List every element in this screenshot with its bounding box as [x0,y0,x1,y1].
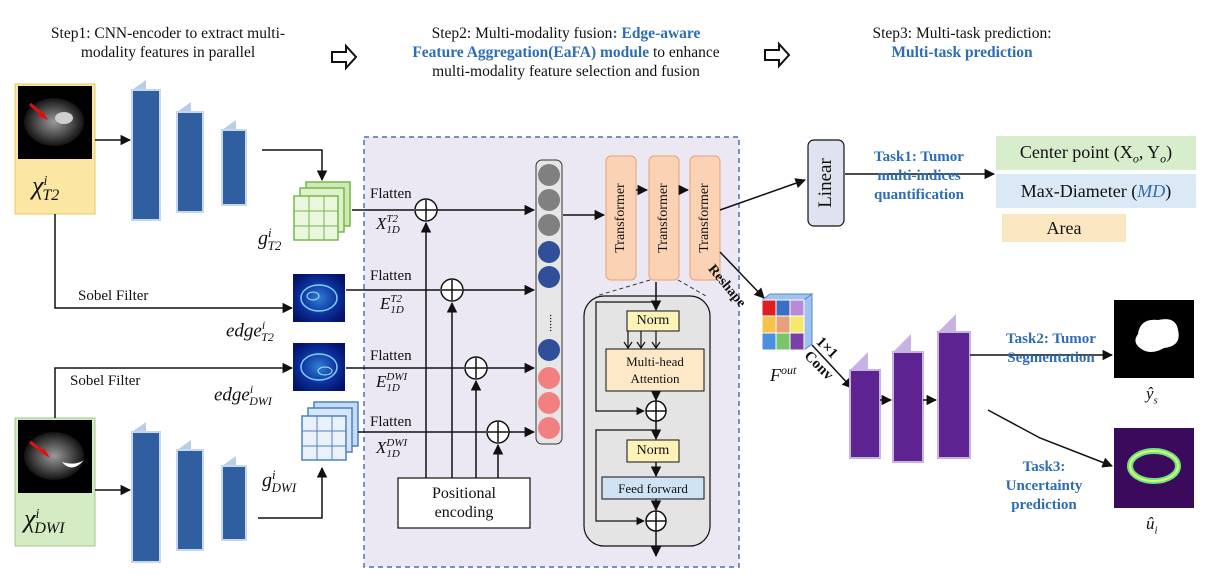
y-s-label: ŷs [1146,384,1158,407]
area-label: Area [1046,218,1082,238]
step2-header: Step2: Multi-modality fusion: Edge-aware… [368,24,764,81]
input-t2 [14,83,96,215]
step2-bold2: Feature Aggregation(EaFA) module [412,44,650,61]
cnn-encoder-dwi [131,422,247,563]
edge-map-t2 [293,274,345,322]
g-dwi-label: giDWI [262,467,297,495]
transformer-detail [583,282,711,558]
task1-label: Task1: Tumor multi-indices quantificatio… [873,149,964,203]
g-t2-label: giT2 [258,225,282,253]
f-out-cube [760,293,814,351]
flatten-label-2: Flatten [370,268,412,284]
uncertainty-map [1114,428,1194,508]
step3-line1: Step3: Multi-task prediction: [872,25,1052,42]
norm-label-2: Norm [636,443,670,458]
center-point-label: Center point (Xo, Yo) [1019,142,1173,166]
positional-encoding-label: Positional encoding [431,485,496,521]
feature-cube-dwi [301,401,359,461]
center-point-box [996,136,1196,170]
task2-label: Task2: Tumor Segmentation [1006,331,1096,366]
task3-label: Task3: Uncertainty prediction [1005,459,1083,513]
sobel-filter-label-1: Sobel Filter [78,288,149,304]
transformer-stack [595,155,721,297]
step3-line2: Multi-task prediction [891,44,1033,61]
max-diameter-label: Max-Diameter (MD) [1020,181,1172,201]
feature-cube-t2 [293,181,351,241]
positional-encoding-box [397,477,531,529]
segmentation-decoder [849,314,971,463]
segmentation-mask [1114,300,1194,378]
max-diameter-box [996,174,1196,208]
multi-head-attention-label: Multi-head Attention [626,354,684,386]
flatten-label-4: Flatten [370,414,412,430]
transformer-label-1: Transformer [613,183,628,253]
f-out-label: Fout [770,363,797,385]
feed-forward-label: Feed forward [618,481,688,496]
norm-label-1: Norm [636,313,670,328]
step1-line1: Step1: CNN-encoder to extract multi- [50,25,286,42]
input-t2-label: χiT2 [32,171,60,205]
edge-dwi-label: edgeiDWI [214,382,272,409]
input-dwi [14,417,96,547]
fusion-connections [346,198,536,478]
token-sequence [535,159,563,445]
step-arrow-2 [764,41,791,69]
u-i-label: ûi [1146,514,1158,537]
cnn-encoder-t2 [131,80,247,221]
step1-line2: modality features in parallel [80,44,256,61]
area-box [1002,214,1126,242]
sobel-filter-label-2: Sobel Filter [70,373,141,389]
flatten-label-1: Flatten [370,186,412,202]
step3-header: Step3: Multi-task prediction: Multi-task… [838,24,1086,62]
linear-label: Linear [815,158,836,208]
token-ellipsis: ...... [547,314,561,332]
step-arrow-1 [331,43,358,71]
edge-t2-label: edgeiT2 [226,318,274,345]
step1-header: Step1: CNN-encoder to extract multi- mod… [16,24,320,62]
edge-map-dwi [293,343,345,391]
step2-bold1: : Edge-aware [612,25,701,42]
step2-suffix: to enhance [649,44,720,61]
step2-prefix: Step2: Multi-modality fusion [431,25,613,42]
transformer-label-2: Transformer [656,183,671,253]
input-dwi-label: χiDWI [24,504,65,538]
step2-line3: multi-modality feature selection and fus… [432,63,700,80]
transformer-label-3: Transformer [697,183,712,253]
flatten-label-3: Flatten [370,348,412,364]
linear-box [807,139,845,227]
